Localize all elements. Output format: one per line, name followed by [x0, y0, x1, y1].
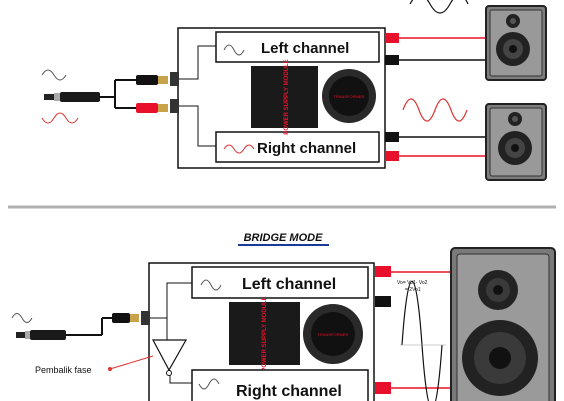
bridge-right-channel-module: Right channel [191, 369, 369, 401]
right-channel-module: Right channel [215, 131, 380, 163]
left-channel-module: Left channel [215, 31, 380, 63]
right-channel-label: Right channel [257, 140, 356, 157]
bridge-audio-jack-icon [16, 313, 139, 340]
output-formula-line1: Vo= Vo1- Vo2 [397, 280, 428, 286]
rca-plug-black-icon [115, 75, 168, 85]
phase-inverter-label: Pembalik fase [35, 365, 92, 375]
bridge-power-supply-label: POWER SUPPLY MODULE [262, 296, 268, 371]
bridge-mode-diagram: BRIDGE MODE Pembalik fase [11, 232, 556, 401]
right-speaker-icon [485, 103, 547, 181]
rca-plug-red-icon [115, 103, 168, 113]
stereo-mode-diagram: Left channel Right channel POWER SUPPLY … [41, 0, 547, 181]
bridge-power-supply-module: POWER SUPPLY MODULE TRANSFORMER [229, 296, 363, 372]
left-channel-label: Left channel [261, 40, 349, 57]
bridge-left-channel-module: Left channel [191, 266, 369, 299]
bridge-speaker-icon [450, 247, 556, 401]
output-formula-line2: = 2Vo1 [405, 287, 421, 293]
phase-inverter-icon [152, 339, 188, 372]
left-output-wave-icon [409, 0, 469, 14]
bridge-left-channel-label: Left channel [242, 276, 336, 293]
bridge-input-wave-icon [11, 313, 33, 323]
power-supply-module: POWER SUPPLY MODULE TRANSFORMER [251, 59, 376, 135]
right-output-wave-icon [402, 98, 468, 122]
power-supply-label: POWER SUPPLY MODULE [284, 59, 290, 134]
bridge-mode-title: BRIDGE MODE [244, 232, 324, 244]
bridge-right-channel-label: Right channel [236, 383, 342, 400]
left-speaker-icon [485, 5, 547, 81]
transformer-label: TRANSFORMER [334, 94, 365, 99]
input-wave-icon [41, 69, 79, 124]
audio-jack-icon [44, 80, 116, 108]
bridge-output-wave-icon [401, 280, 443, 401]
bridge-transformer-label: TRANSFORMER [318, 332, 349, 337]
